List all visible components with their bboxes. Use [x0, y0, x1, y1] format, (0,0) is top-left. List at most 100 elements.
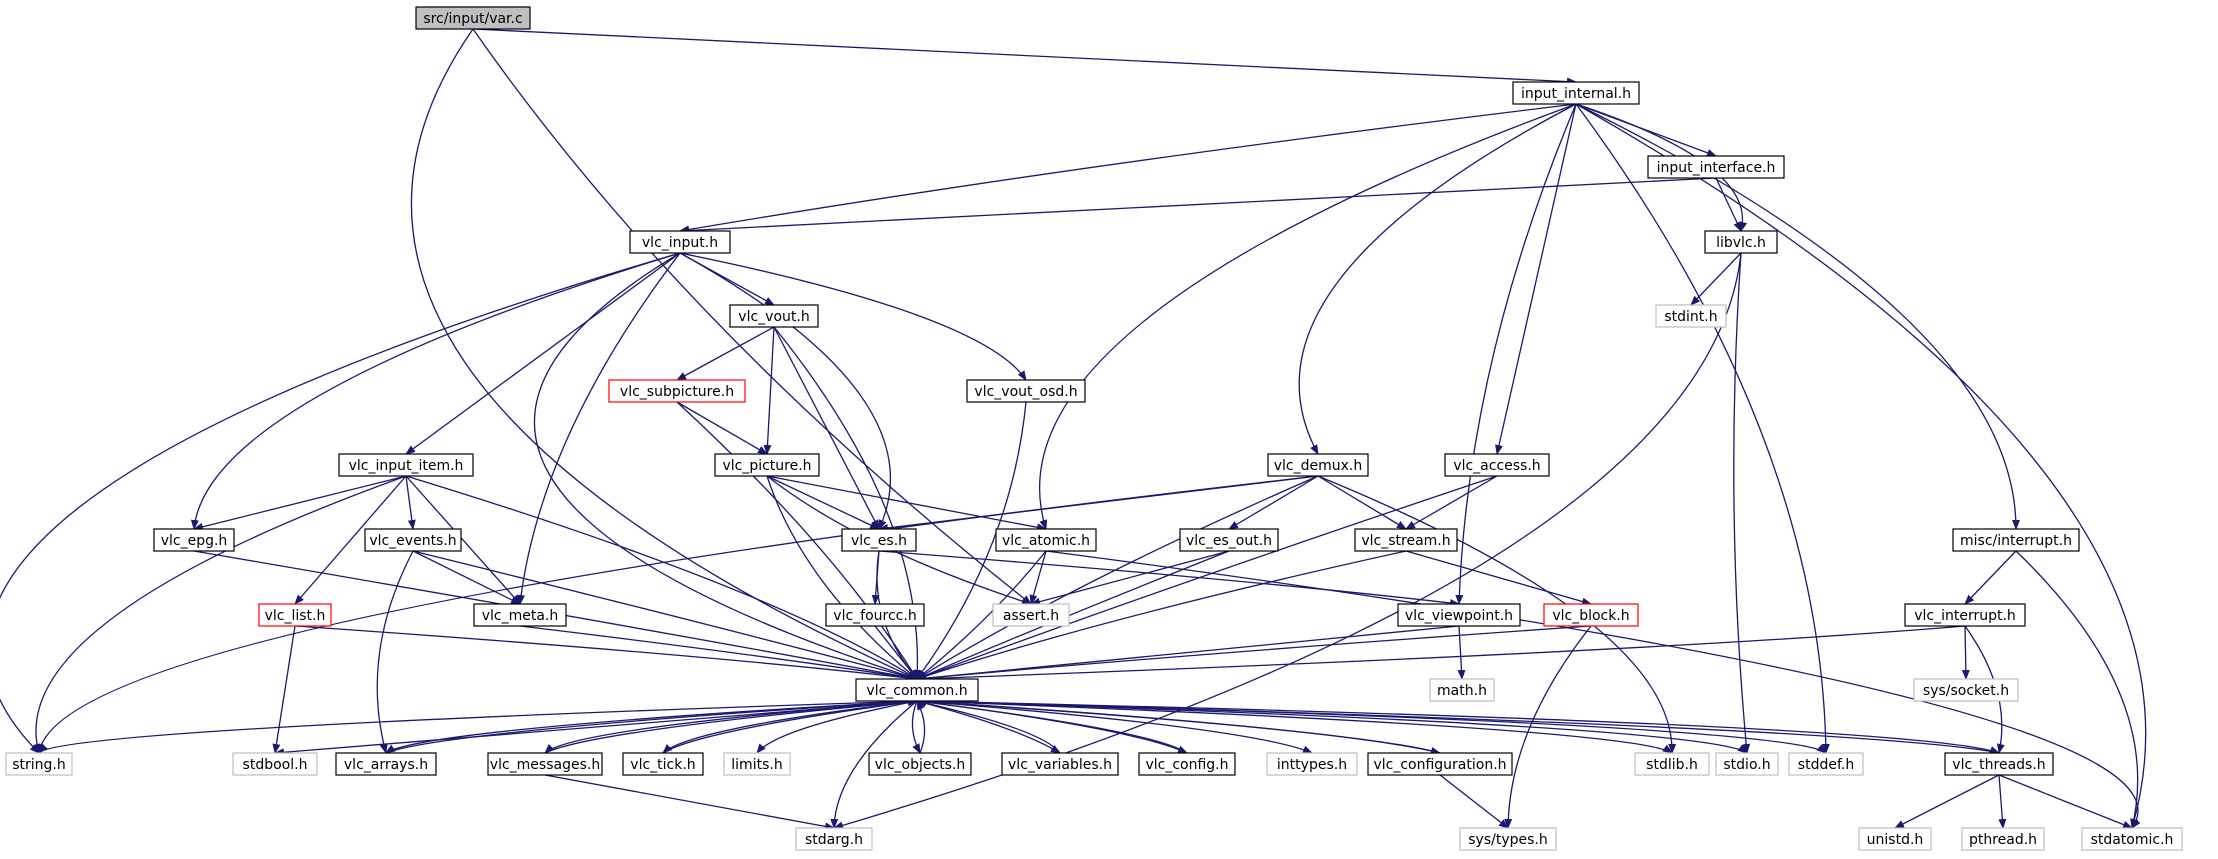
node-label: vlc_subpicture.h	[620, 384, 734, 400]
node-vlc-access[interactable]: vlc_access.h	[1444, 453, 1550, 477]
node-unistd: unistd.h	[1858, 827, 1932, 851]
node-box	[1647, 155, 1785, 179]
edge-input_internal-to-stddef	[1575, 103, 1830, 754]
node-vlc-tick[interactable]: vlc_tick.h	[622, 752, 704, 776]
node-label: vlc_arrays.h	[344, 757, 428, 773]
node-vlc-fourcc[interactable]: vlc_fourcc.h	[825, 603, 925, 627]
node-label: vlc_meta.h	[482, 608, 559, 624]
node-label: inttypes.h	[1277, 757, 1347, 773]
edge-input_interface-to-vlc_input	[679, 177, 1717, 235]
edge-vlc_common-to-stddef	[916, 700, 1827, 754]
node-box	[629, 230, 731, 254]
node-label: sys/types.h	[1468, 832, 1547, 848]
node-box	[1266, 752, 1358, 776]
node-input-internal[interactable]: input_internal.h	[1512, 81, 1640, 105]
edge-vlc_input_item-to-vlc_list	[294, 475, 407, 605]
node-vlc-es[interactable]: vlc_es.h	[841, 528, 917, 552]
edge-vlc_configuration-to-vlc_common	[916, 697, 1441, 754]
edge-vlc_input-to-string	[0, 252, 681, 754]
node-vlc-vout-osd[interactable]: vlc_vout_osd.h	[966, 379, 1086, 403]
node-label: vlc_interrupt.h	[1914, 608, 2016, 624]
node-vlc-es-out[interactable]: vlc_es_out.h	[1179, 528, 1279, 552]
node-math: math.h	[1429, 678, 1495, 702]
node-box	[335, 752, 437, 776]
node-vlc-vout[interactable]: vlc_vout.h	[729, 304, 819, 328]
edge-vlc_configuration-to-sys_types	[1439, 774, 1509, 829]
node-vlc-list[interactable]: vlc_list.h	[258, 603, 332, 627]
node-vlc-meta[interactable]: vlc_meta.h	[473, 603, 567, 627]
node-label: string.h	[12, 757, 66, 773]
node-vlc-subpicture[interactable]: vlc_subpicture.h	[608, 379, 746, 403]
node-label: stddef.h	[1798, 757, 1854, 773]
node-libvlc[interactable]: libvlc.h	[1704, 230, 1778, 254]
node-box	[825, 603, 925, 627]
node-label: vlc_es_out.h	[1186, 533, 1272, 549]
node-label: pthread.h	[1969, 832, 2037, 848]
node-vlc-config[interactable]: vlc_config.h	[1138, 752, 1236, 776]
node-vlc-input-item[interactable]: vlc_input_item.h	[338, 453, 474, 477]
edge-vlc_common-to-inttypes	[916, 700, 1313, 754]
node-box	[1001, 752, 1119, 776]
node-box	[608, 379, 746, 403]
node-box	[1655, 304, 1727, 328]
edge-vlc_common-to-vlc_messages	[544, 700, 918, 754]
node-box	[153, 528, 235, 552]
edge-vlc_common-to-limits	[756, 700, 918, 754]
node-label: vlc_tick.h	[630, 757, 695, 773]
node-box	[1858, 827, 1932, 851]
node-label: vlc_input.h	[642, 235, 718, 251]
edge-var_c-to-input_internal	[472, 28, 1577, 86]
node-vlc-epg[interactable]: vlc_epg.h	[153, 528, 235, 552]
edge-vlc_atomic-to-vlc_common	[916, 550, 1047, 680]
node-vlc-picture[interactable]: vlc_picture.h	[714, 453, 820, 477]
node-vlc-arrays[interactable]: vlc_arrays.h	[335, 752, 437, 776]
edge-vlc_subpicture-to-vlc_picture	[676, 401, 768, 455]
node-vlc-viewpoint[interactable]: vlc_viewpoint.h	[1397, 603, 1521, 627]
edge-vlc_threads-to-stdatomic	[1998, 774, 2133, 829]
node-label: unistd.h	[1867, 832, 1924, 848]
nodes-layer: src/input/var.c input_internal.h input_int…	[5, 6, 2183, 851]
node-box	[5, 752, 73, 776]
edge-vlc_picture-to-vlc_es	[766, 475, 880, 530]
node-vlc-objects[interactable]: vlc_objects.h	[868, 752, 972, 776]
node-box	[1961, 827, 2045, 851]
node-label: vlc_objects.h	[875, 757, 966, 773]
edge-vlc_demux-to-string	[36, 475, 1319, 754]
node-box	[2081, 827, 2183, 851]
node-vlc-block[interactable]: vlc_block.h	[1543, 603, 1639, 627]
node-vlc-threads[interactable]: vlc_threads.h	[1944, 752, 2054, 776]
edge-vlc_list-to-vlc_common	[294, 625, 918, 682]
node-vlc-input[interactable]: vlc_input.h	[629, 230, 731, 254]
node-vlc-configuration[interactable]: vlc_configuration.h	[1367, 752, 1513, 776]
node-vlc-atomic[interactable]: vlc_atomic.h	[995, 528, 1097, 552]
edge-input_internal-to-vlc_demux	[1298, 103, 1577, 455]
node-misc-interrupt[interactable]: misc/interrupt.h	[1952, 528, 2080, 552]
node-vlc-interrupt[interactable]: vlc_interrupt.h	[1904, 603, 2026, 627]
edge-vlc_common-to-vlc_threads	[916, 700, 2000, 754]
edge-vlc_messages-to-vlc_common	[544, 697, 918, 754]
edge-vlc_objects-to-vlc_common	[916, 700, 926, 754]
node-vlc-events[interactable]: vlc_events.h	[364, 528, 462, 552]
node-box	[338, 453, 474, 477]
node-var-c[interactable]: src/input/var.c	[415, 6, 531, 30]
node-vlc-stream[interactable]: vlc_stream.h	[1354, 528, 1458, 552]
node-vlc-messages[interactable]: vlc_messages.h	[487, 752, 603, 776]
edge-vlc_stream-to-vlc_common	[916, 550, 1407, 680]
node-box	[1704, 230, 1778, 254]
node-vlc-common[interactable]: vlc_common.h	[855, 678, 979, 702]
edge-vlc_demux-to-vlc_common	[916, 475, 1319, 680]
node-box	[487, 752, 603, 776]
edge-input_internal-to-misc_interrupt	[1575, 103, 2020, 530]
node-box	[232, 752, 318, 776]
node-label: misc/interrupt.h	[1960, 533, 2072, 549]
edge-vlc_common-to-stdlib	[916, 700, 1673, 754]
edge-vlc_picture-to-vlc_common	[766, 475, 918, 680]
node-label: math.h	[1437, 683, 1487, 699]
node-box	[992, 603, 1070, 627]
edge-vlc_input_item-to-vlc_common	[405, 475, 918, 680]
node-input-interface[interactable]: input_interface.h	[1647, 155, 1785, 179]
node-vlc-demux[interactable]: vlc_demux.h	[1267, 453, 1369, 477]
node-label: vlc_vout_osd.h	[974, 384, 1077, 400]
edge-vlc_threads-to-unistd	[1894, 774, 2000, 829]
node-vlc-variables[interactable]: vlc_variables.h	[1001, 752, 1119, 776]
